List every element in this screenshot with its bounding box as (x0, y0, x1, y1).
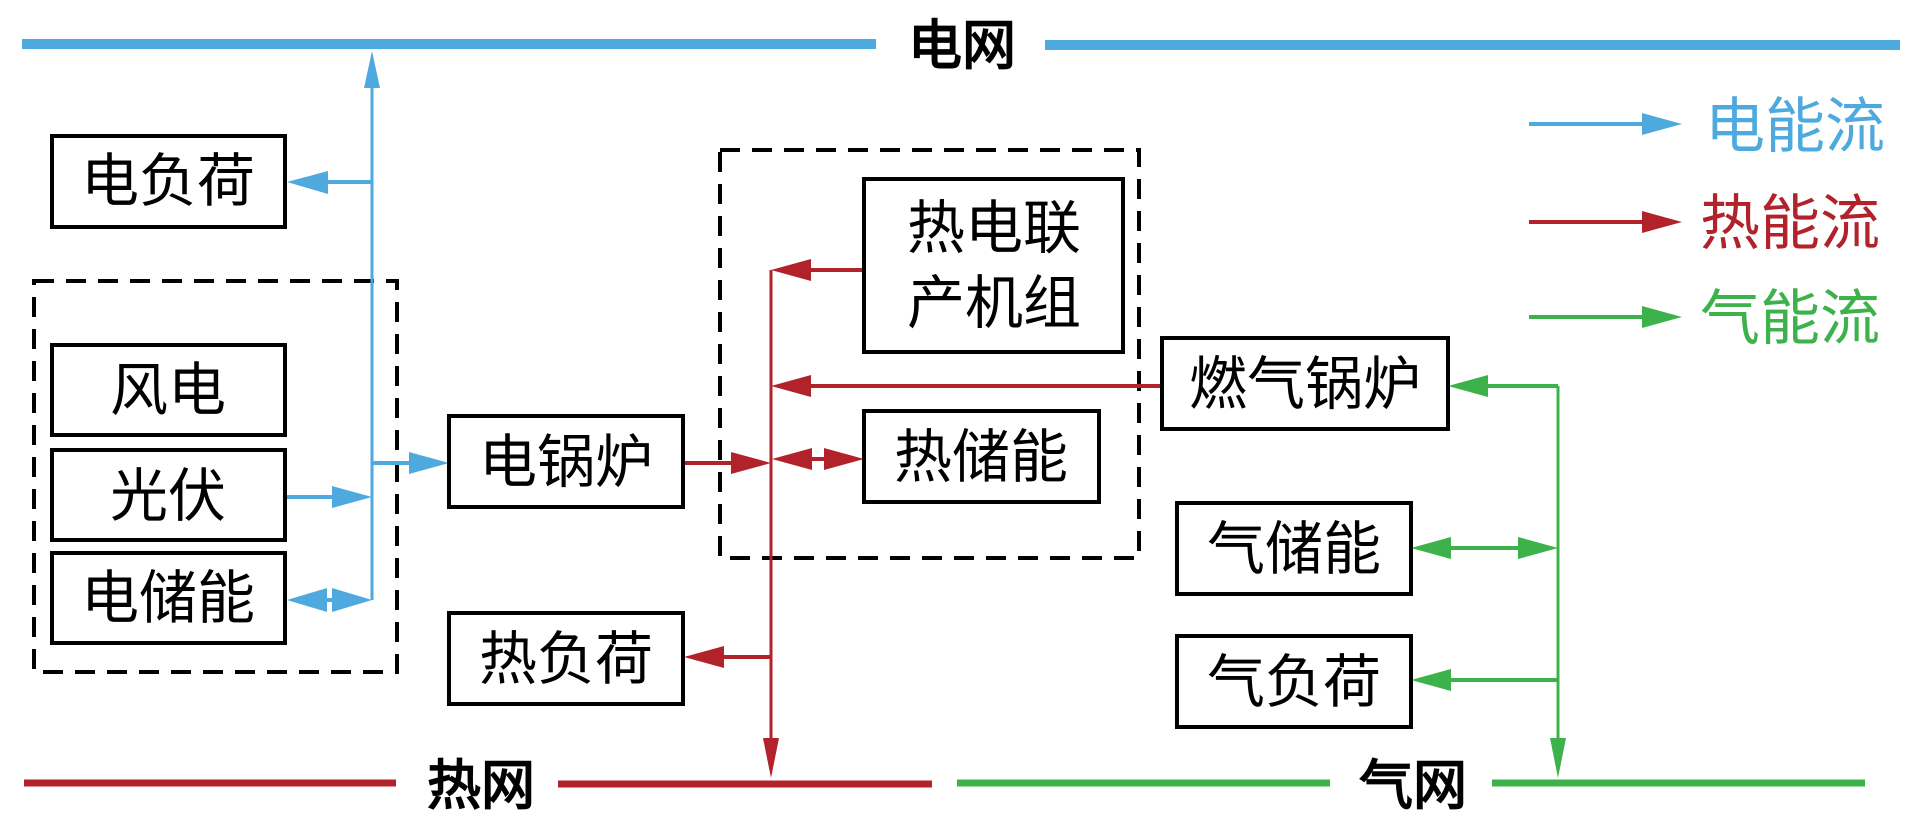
node-label: 热储能 (894, 423, 1068, 491)
node-wind-power: 风电 (50, 343, 287, 437)
arrow-to-electric-boiler (409, 452, 449, 474)
arrow-to-heat-load (684, 646, 724, 668)
arrow-up-to-electric-grid (364, 51, 380, 88)
legend-item-gas: 气能流 (1529, 284, 1880, 354)
gas-grid-label: 气网 (1359, 754, 1467, 817)
arrow-to-bus-from-heat-storage (772, 448, 812, 470)
node-label: 风电 (110, 356, 226, 424)
legend: 电能流 热能流 气能流 (1529, 92, 1885, 354)
chp-group-dashed-box (718, 148, 1141, 560)
arrow-from-gas-boiler (771, 375, 811, 397)
arrow-from-pv (332, 486, 372, 508)
electric-grid-label: 电网 (908, 14, 1016, 77)
legend-item-heat: 热能流 (1529, 189, 1880, 259)
node-heat-storage: 热储能 (862, 409, 1101, 504)
arrow-from-electric-storage (332, 588, 372, 612)
arrow-to-gas-storage (1411, 537, 1451, 559)
arrow-to-electric-storage (287, 588, 327, 612)
node-gas-load: 气负荷 (1175, 634, 1413, 729)
node-label: 气储能 (1207, 515, 1381, 583)
node-label-line2: 产机组 (907, 269, 1081, 337)
node-gas-boiler: 燃气锅炉 (1160, 336, 1450, 431)
arrow-from-chp (771, 259, 811, 281)
node-label: 电负荷 (81, 147, 255, 215)
arrow-down-to-heat-grid (763, 738, 779, 778)
legend-item-electric: 电能流 (1529, 92, 1885, 162)
arrow-from-electric-boiler (731, 452, 771, 474)
node-label-line1: 热电联 (907, 194, 1081, 262)
arrow-to-gas-boiler (1448, 375, 1488, 397)
node-heat-load: 热负荷 (447, 611, 685, 706)
node-photovoltaic: 光伏 (50, 448, 287, 542)
node-label: 电锅炉 (479, 428, 653, 496)
renewable-group-dashed-box (32, 279, 399, 674)
node-gas-storage: 气储能 (1175, 501, 1413, 596)
arrow-from-gas-storage (1518, 537, 1558, 559)
legend-arrow-gas (1642, 306, 1682, 328)
arrow-down-to-gas-grid (1550, 738, 1566, 778)
node-label: 燃气锅炉 (1189, 350, 1421, 418)
legend-label-gas: 气能流 (1700, 284, 1880, 354)
node-chp-unit: 热电联 产机组 (862, 177, 1125, 354)
arrow-to-gas-load (1411, 669, 1451, 691)
node-label: 电储能 (81, 564, 255, 632)
legend-label-heat: 热能流 (1700, 189, 1880, 259)
node-electric-load: 电负荷 (50, 134, 287, 229)
node-label: 气负荷 (1207, 648, 1381, 716)
legend-label-electric: 电能流 (1705, 92, 1885, 162)
legend-arrow-electric (1642, 113, 1682, 135)
heat-grid-label: 热网 (427, 754, 535, 817)
arrow-to-heat-storage (824, 448, 864, 470)
arrow-to-electric-load (287, 171, 328, 194)
legend-arrow-heat (1642, 211, 1682, 233)
node-electric-storage: 电储能 (50, 551, 287, 645)
node-label: 热负荷 (479, 625, 653, 693)
node-electric-boiler: 电锅炉 (447, 414, 685, 509)
node-label: 光伏 (110, 462, 226, 530)
